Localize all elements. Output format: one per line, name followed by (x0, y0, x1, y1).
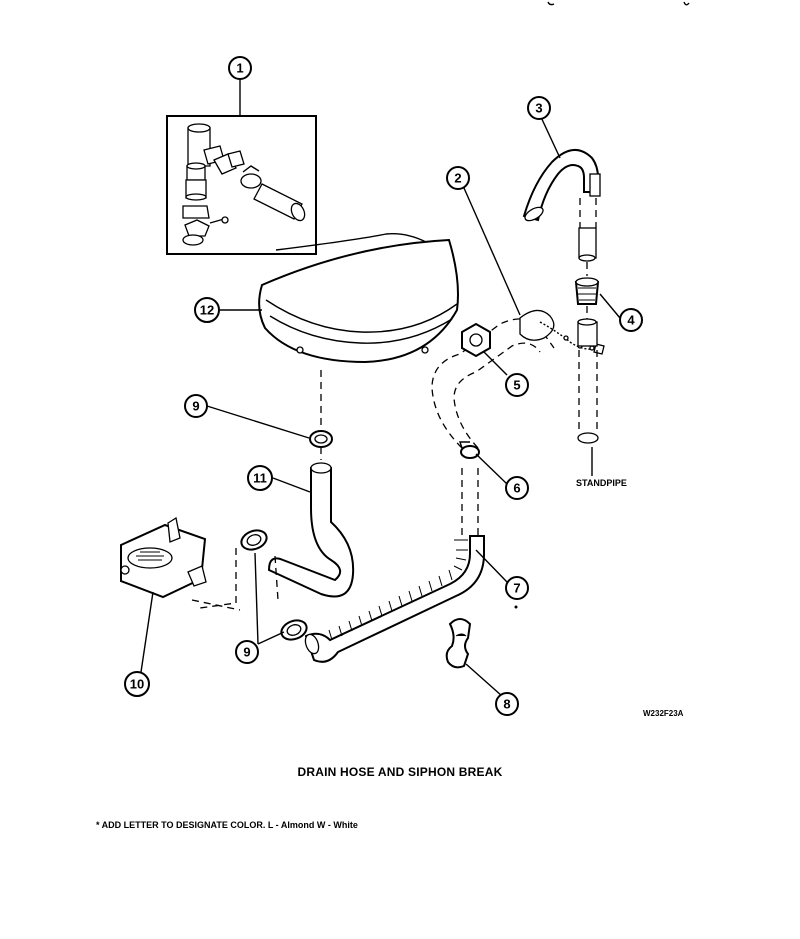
part-9-clamp-upper (309, 430, 333, 448)
svg-text:7: 7 (513, 581, 520, 596)
callout-9-lower: 9 (235, 640, 259, 664)
svg-text:3: 3 (535, 101, 542, 116)
callout-10: 10 (124, 671, 150, 697)
part-12-tub (258, 232, 459, 364)
standpipe-bottom (577, 432, 599, 444)
part-7-drain-hose (304, 535, 485, 663)
part-11-molded-hose (267, 462, 355, 598)
svg-text:6: 6 (513, 481, 520, 496)
diagram-title: DRAIN HOSE AND SIPHON BREAK (297, 765, 503, 779)
dot-mark (514, 605, 518, 609)
svg-text:5: 5 (513, 378, 520, 393)
svg-text:4: 4 (627, 313, 635, 328)
part-9-clamp-left (240, 529, 268, 551)
standpipe-upper-section (578, 227, 597, 259)
standpipe-label: STANDPIPE (576, 478, 627, 488)
part-6-clamp (459, 441, 480, 459)
part-9-clamp-lower (280, 619, 308, 641)
callout-7: 7 (505, 576, 529, 600)
callout-6: 6 (505, 476, 529, 500)
callout-12: 12 (194, 297, 220, 323)
callout-9-upper: 9 (184, 394, 208, 418)
page-edge-mark (547, 1, 690, 6)
part-4-connector (574, 277, 600, 305)
color-footnote: * ADD LETTER TO DESIGNATE COLOR. L - Alm… (96, 820, 358, 830)
callout-1: 1 (228, 56, 252, 80)
callout-3: 3 (527, 96, 551, 120)
part-2-siphon-break (519, 309, 605, 355)
part-1-kit (166, 115, 317, 255)
svg-text:2: 2 (454, 171, 461, 186)
part-5-nut (461, 322, 491, 358)
svg-text:11: 11 (253, 471, 267, 486)
drawing-code: W232F23A (643, 709, 684, 718)
callout-11: 11 (247, 465, 273, 491)
standpipe-coupling-top (577, 318, 597, 326)
svg-text:10: 10 (130, 677, 144, 692)
svg-text:9: 9 (243, 645, 250, 660)
svg-text:12: 12 (200, 303, 214, 318)
part-3-hose-hook (522, 149, 601, 222)
callout-4: 4 (619, 308, 643, 332)
callout-2: 2 (446, 166, 470, 190)
callout-8: 8 (495, 692, 519, 716)
svg-text:8: 8 (503, 697, 510, 712)
callout-5: 5 (505, 373, 529, 397)
part-10-pump (120, 516, 207, 599)
part-8-hose-clip (445, 618, 472, 669)
svg-text:9: 9 (192, 399, 199, 414)
svg-text:1: 1 (236, 61, 243, 76)
standpipe-upper-end (578, 254, 596, 262)
